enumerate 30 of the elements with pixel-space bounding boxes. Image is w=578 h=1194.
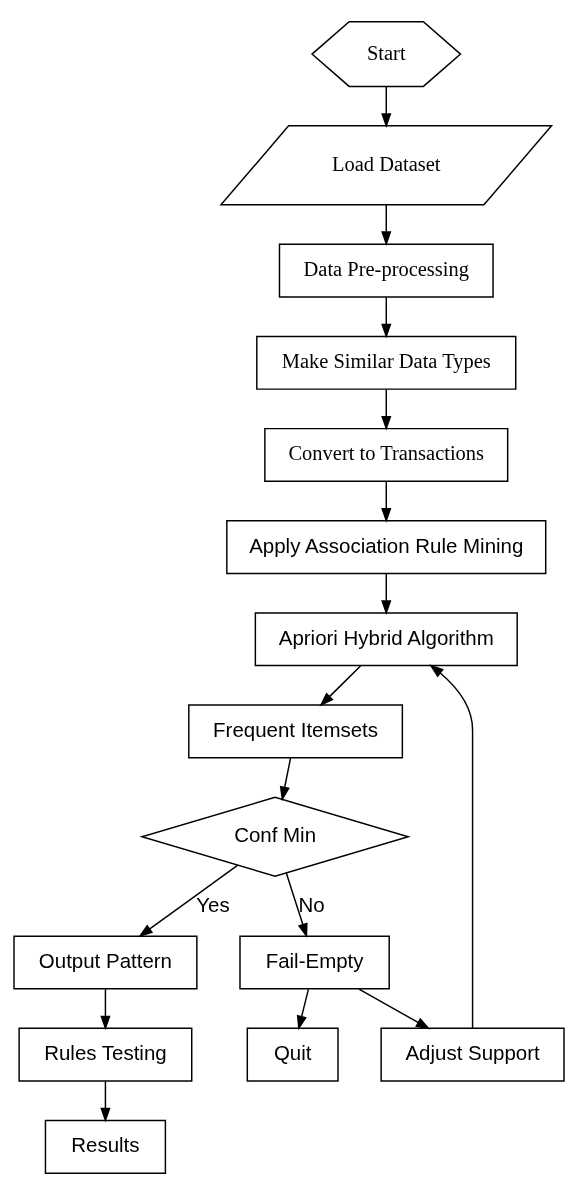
arrow [285, 871, 308, 938]
arrow [381, 296, 392, 338]
arrow [100, 988, 111, 1030]
arrow [296, 988, 310, 1030]
arrow [429, 663, 474, 1029]
edge-label: No [298, 892, 325, 916]
arrow [381, 203, 392, 246]
edge-label: Yes [196, 892, 230, 916]
node-diamond: Conf Min [139, 795, 411, 877]
arrow [319, 664, 362, 706]
arrow [138, 864, 239, 937]
node-box: Apply Association Rule Mining [226, 519, 547, 574]
arrow [358, 987, 431, 1029]
arrow [279, 756, 292, 801]
node-box: Fail-Empty [239, 934, 390, 990]
node-box: Quit [246, 1027, 339, 1082]
arrow [381, 85, 392, 128]
node-box: Convert to Transactions [264, 427, 509, 482]
arrow [381, 388, 392, 431]
node-box: Adjust Support [380, 1027, 565, 1082]
node-box: Make Similar Data Types [256, 335, 517, 390]
node-box: Apriori Hybrid Algorithm [254, 611, 518, 666]
node-box: Output Pattern [13, 934, 198, 990]
node-box: Frequent Itemsets [188, 703, 404, 758]
node-box: Data Pre-processing [278, 243, 494, 298]
node-box: Rules Testing [18, 1027, 193, 1082]
arrow [100, 1080, 111, 1122]
arrow [381, 480, 392, 523]
node-box: Results [44, 1119, 167, 1174]
arrow [381, 572, 392, 615]
